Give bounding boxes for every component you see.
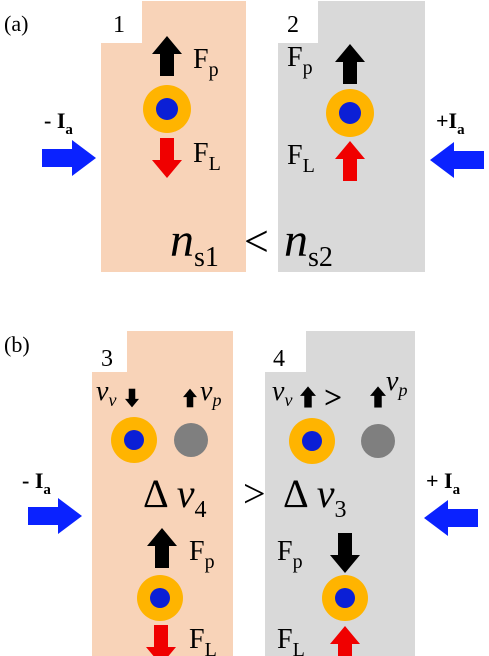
current-label-right: +Ia <box>436 108 465 138</box>
block-1 <box>101 1 246 272</box>
force-l-label: FL <box>277 624 305 656</box>
force-p-label: Fp <box>189 536 215 573</box>
density-relation-lhs: ns1 <box>170 214 219 273</box>
vortex-velocity-label: vv <box>272 376 292 410</box>
current-arrow-left-icon <box>424 500 478 536</box>
vortex-core <box>150 588 170 608</box>
block-4-number: 4 <box>273 346 285 372</box>
particle-velocity-label: vp <box>200 376 221 410</box>
particle <box>361 424 395 458</box>
current-label-right: + Ia <box>426 468 461 498</box>
force-l-label: FL <box>189 624 217 656</box>
panel-a-label: (a) <box>4 11 28 36</box>
force-l-label: FL <box>287 140 315 177</box>
vortex-core <box>335 588 355 608</box>
force-l-label: FL <box>193 138 221 175</box>
current-arrow-right-icon <box>42 140 96 176</box>
vortex-core <box>124 430 144 450</box>
particle-velocity-label: vp <box>386 366 407 400</box>
force-p-label: Fp <box>287 42 313 79</box>
vortex-core <box>302 431 322 451</box>
vortex-core <box>339 102 361 124</box>
force-p-label: Fp <box>193 44 219 81</box>
density-relation-rhs: ns2 <box>284 214 333 273</box>
particle <box>174 423 208 457</box>
velocity-relation-operator: > <box>243 471 266 516</box>
current-label-left: - Ia <box>22 468 51 498</box>
current-arrow-right-icon <box>28 498 82 534</box>
panel-b-label: (b) <box>4 332 30 357</box>
block-3-number: 3 <box>101 346 113 372</box>
block-4 <box>265 331 415 656</box>
force-p-label: Fp <box>277 536 303 573</box>
block-3 <box>92 331 233 656</box>
density-relation-operator: < <box>244 217 269 266</box>
velocity-comparison-operator: > <box>324 379 342 415</box>
block-1-number: 1 <box>113 12 125 38</box>
block-2-number: 2 <box>287 12 299 38</box>
current-label-left: - Ia <box>44 108 73 138</box>
vortex-velocity-label: vv <box>96 376 116 410</box>
vortex-core <box>156 98 178 120</box>
panel-a: (a) 1 2 Fp FL Fp FL - Ia +Ia ns1 < <box>4 1 484 273</box>
current-arrow-left-icon <box>430 142 484 178</box>
